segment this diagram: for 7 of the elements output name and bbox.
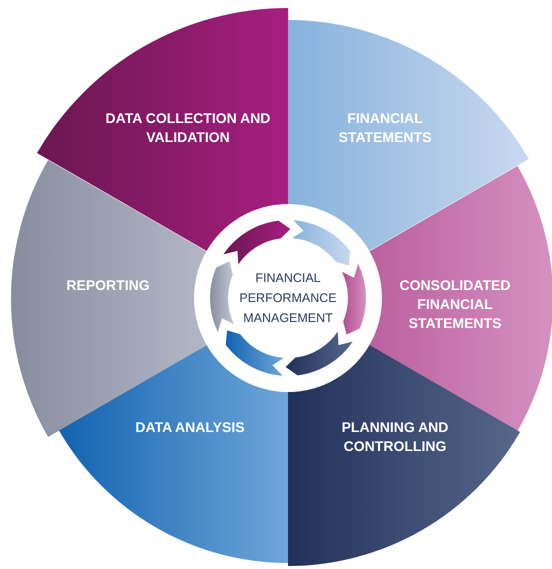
segment-label: CONSOLIDATED FINANCIAL STATEMENTS xyxy=(398,276,512,333)
segment-label: DATA ANALYSIS xyxy=(134,418,246,437)
segment-label: FINANCIAL STATEMENTS xyxy=(338,109,432,147)
segment-label: PLANNING AND CONTROLLING xyxy=(340,418,450,456)
segment-label: REPORTING xyxy=(65,276,151,295)
center-label: FINANCIAL PERFORMANCE MANAGEMENT xyxy=(238,270,338,327)
segment-label: DATA COLLECTION AND VALIDATION xyxy=(104,109,272,147)
